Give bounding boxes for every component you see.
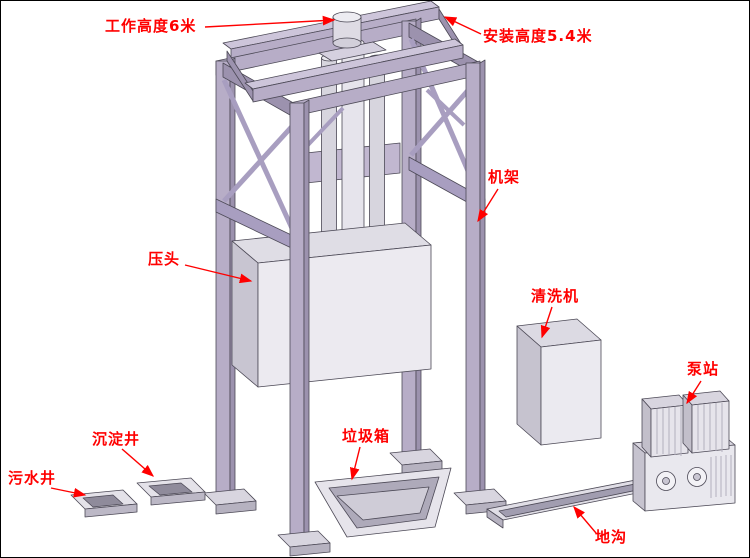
arrow-work-height	[204, 15, 336, 28]
annotation-label-settling-well: 沉淀井	[92, 430, 141, 448]
press-head-box	[231, 222, 432, 388]
top-cylinder	[332, 11, 362, 49]
annotation-label-washing-machine: 清洗机	[531, 287, 580, 305]
arrow-washing-machine	[540, 306, 553, 339]
arrow-garbage-bin	[349, 446, 361, 481]
annotation-label-garbage-bin: 垃圾箱	[342, 427, 391, 445]
arrow-press-head	[184, 264, 253, 284]
washing-machine-box	[516, 318, 602, 446]
pump-station-unit	[632, 390, 736, 512]
gantry-frame-front	[289, 59, 486, 536]
sewage-well-pit	[70, 489, 138, 518]
annotation-label-install-height: 安装高度5.4米	[483, 27, 593, 45]
annotation-label-pump-station: 泵站	[687, 360, 720, 378]
settling-well-pit	[136, 477, 206, 506]
annotation-label-press-head: 压头	[148, 250, 181, 268]
annotation-arrows	[50, 15, 702, 534]
annotation-label-work-height: 工作高度6米	[105, 17, 197, 35]
annotation-label-trench: 地沟	[595, 528, 628, 546]
arrow-pump-station	[686, 380, 702, 405]
arrow-frame	[477, 188, 499, 223]
arrow-install-height	[443, 16, 482, 35]
drainage-trench	[486, 476, 668, 529]
arrow-trench	[573, 505, 597, 534]
leg-base-plates	[203, 448, 507, 557]
top-carriage	[226, 8, 464, 103]
annotation-label-frame: 机架	[488, 168, 521, 186]
annotation-label-sewage-well: 污水井	[8, 469, 57, 487]
garbage-pit	[314, 467, 452, 538]
arrow-sewage-well	[50, 487, 87, 498]
arrow-settling-well	[121, 448, 155, 477]
